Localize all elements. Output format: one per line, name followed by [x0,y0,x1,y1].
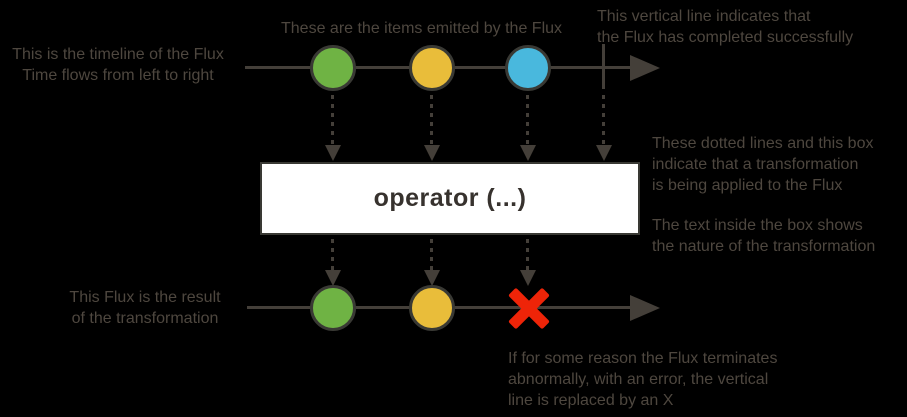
note-result: This Flux is the result of the transform… [69,289,221,327]
dotted-arrowhead-2-icon [424,145,440,161]
source-marble-yellow [409,45,455,91]
note-error: If for some reason the Flux terminates a… [508,350,778,409]
note-timeline: This is the timeline of the Flux Time fl… [12,46,224,84]
complete-line [602,44,605,89]
dotted-line-1 [331,95,334,145]
dotted-line-5 [331,239,334,270]
operator-box: operator (...) [260,162,640,235]
error-x-icon [506,285,552,331]
note-transformation: These dotted lines and this box indicate… [652,135,874,194]
dotted-arrowhead-5-icon [325,270,341,286]
dotted-arrowhead-6-icon [424,270,440,286]
note-complete: This vertical line indicates that the Fl… [597,8,854,46]
dotted-arrowhead-7-icon [520,270,536,286]
dotted-arrowhead-3-icon [520,145,536,161]
dotted-line-6 [430,239,433,270]
dotted-line-2 [430,95,433,145]
source-marble-blue [505,45,551,91]
dotted-arrowhead-1-icon [325,145,341,161]
dotted-line-3 [526,95,529,145]
note-items: These are the items emitted by the Flux [281,20,563,37]
dotted-line-4 [602,95,605,145]
result-timeline-arrow-icon [630,295,660,321]
dotted-line-7 [526,239,529,270]
result-marble-yellow [409,285,455,331]
result-marble-green [310,285,356,331]
dotted-arrowhead-4-icon [596,145,612,161]
source-marble-green [310,45,356,91]
note-box-text: The text inside the box shows the nature… [652,217,876,255]
operator-label: operator (...) [373,184,527,212]
source-timeline-arrow-icon [630,55,660,81]
